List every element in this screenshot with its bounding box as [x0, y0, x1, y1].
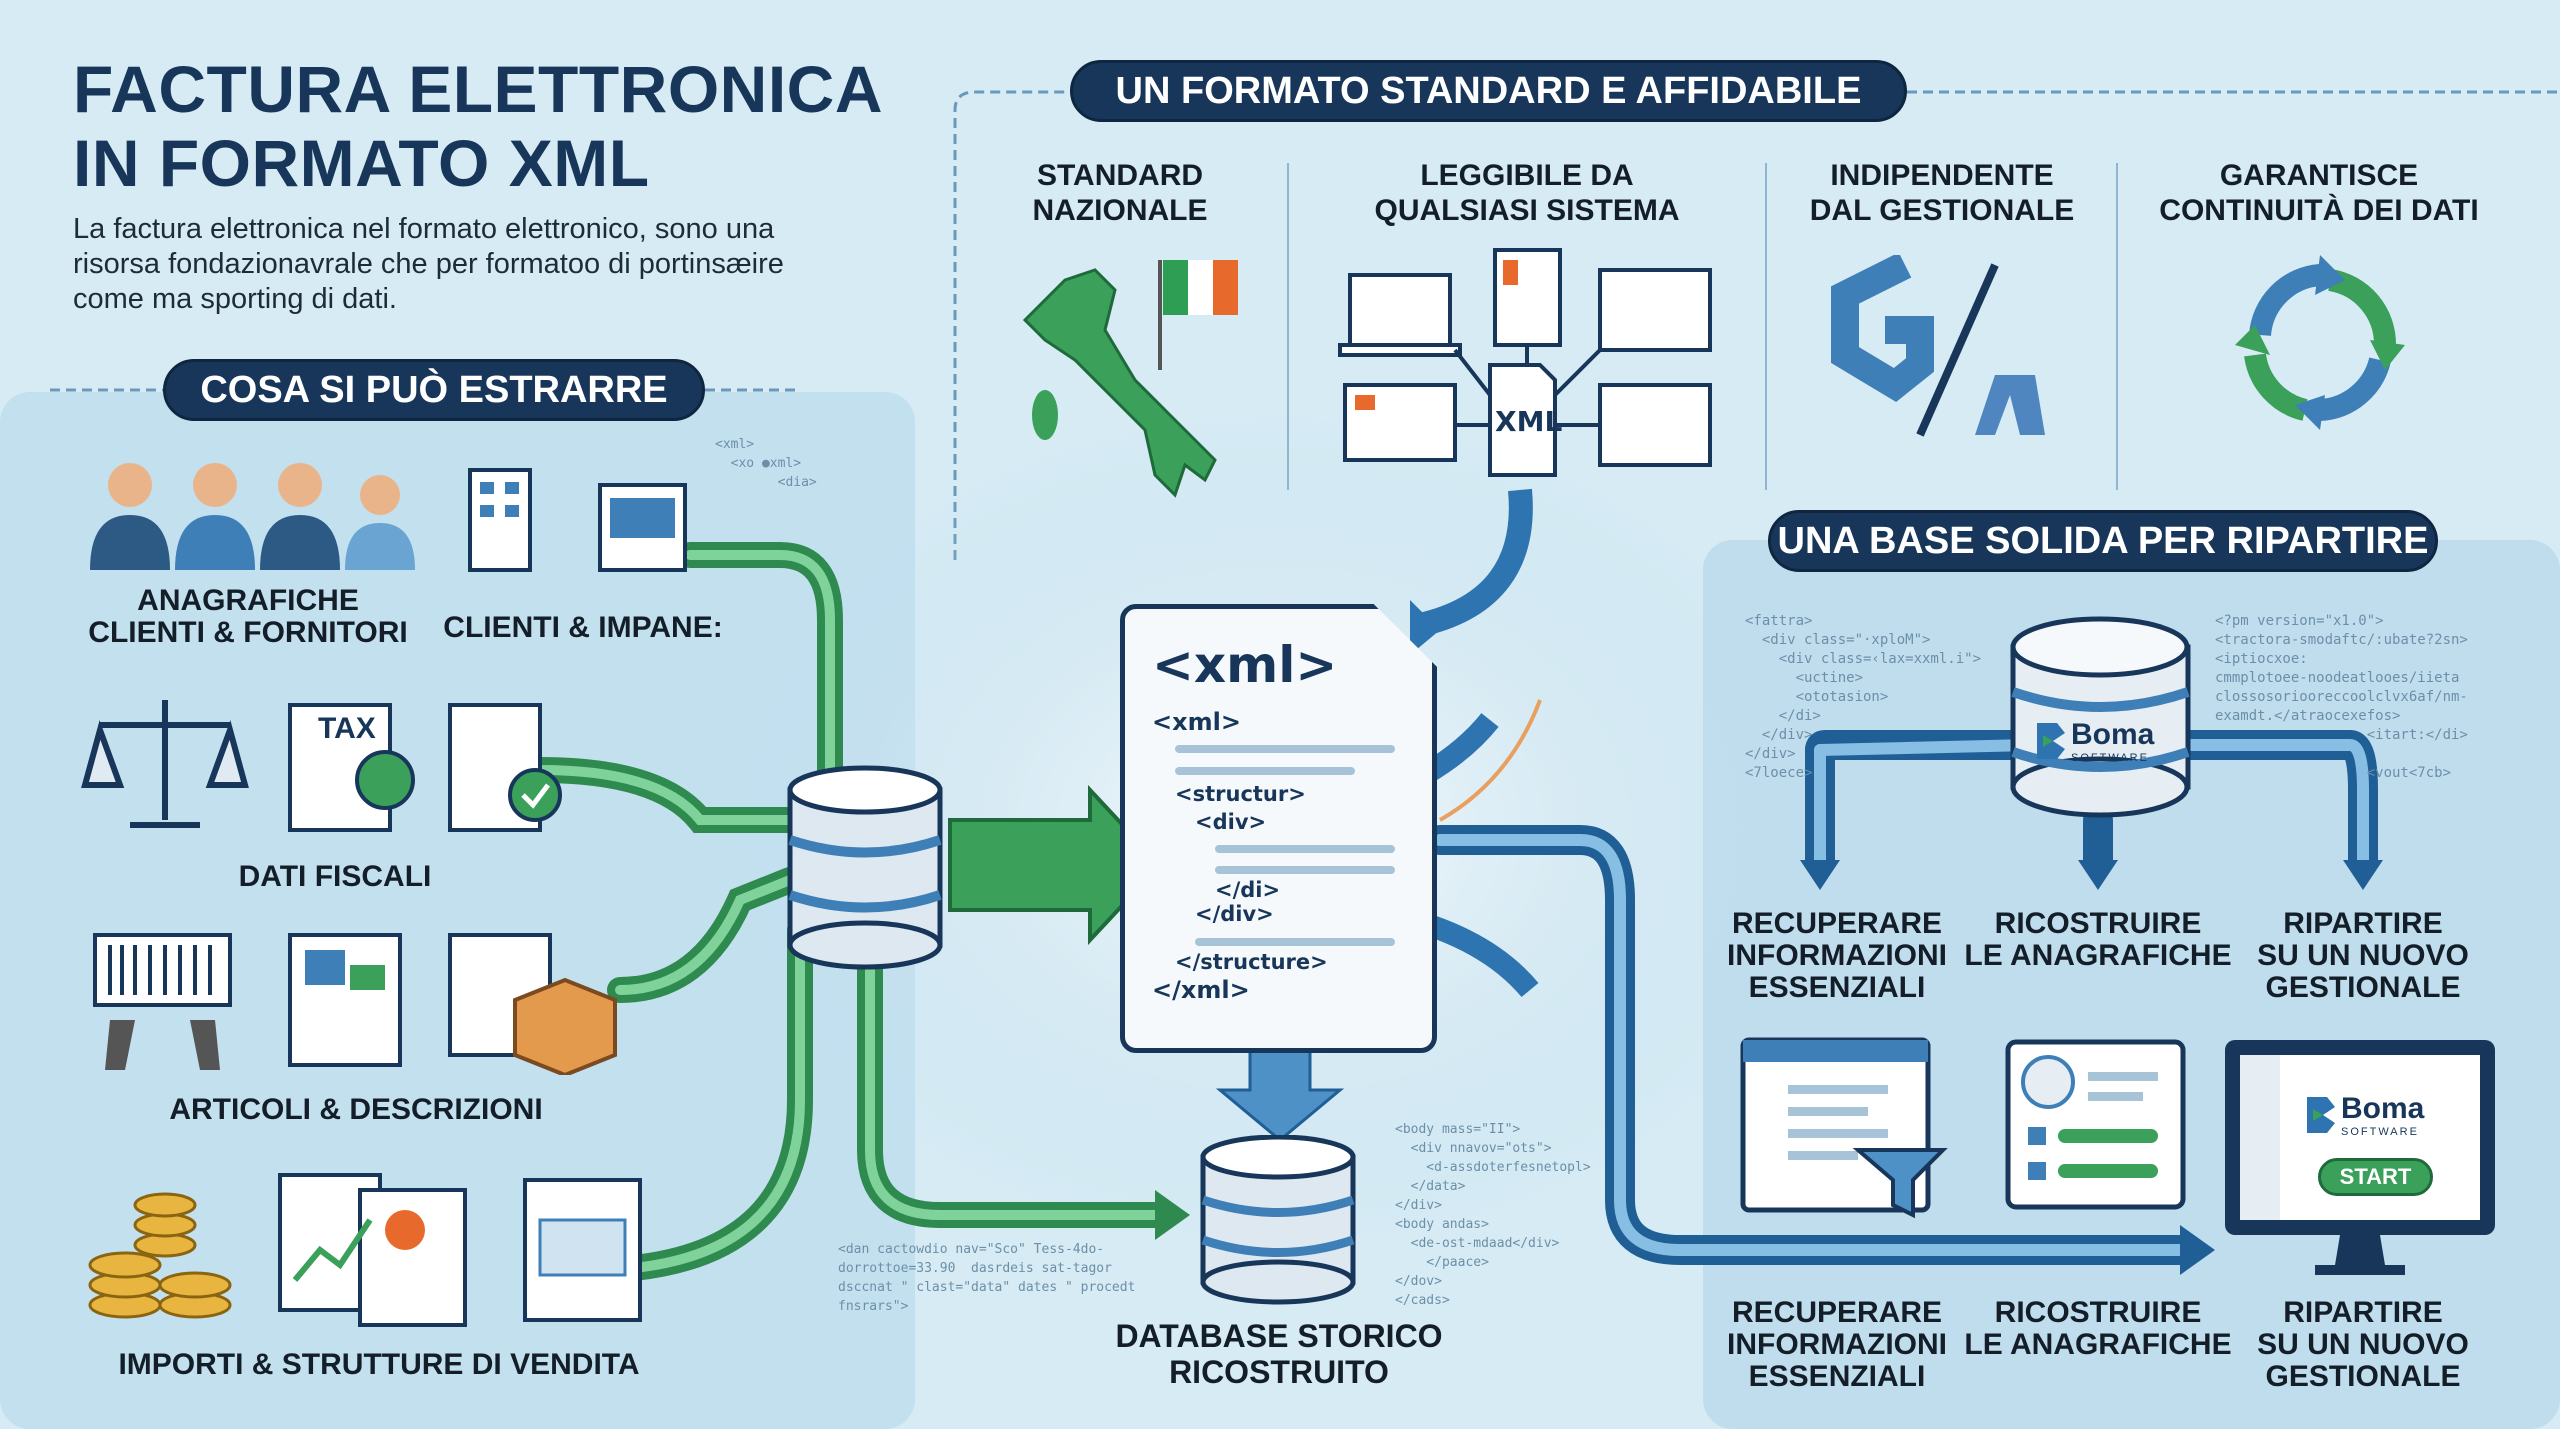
- extract-label-clienti: CLIENTI & IMPANE:: [443, 611, 723, 644]
- divider: [2116, 163, 2118, 490]
- devices-network-icon: [1338, 248, 1712, 477]
- standard-col-nazionale: STANDARD NAZIONALE: [1032, 159, 1208, 227]
- code-snippet-left: <dan cactowdio nav="Sco" Tess-4do- dorro…: [838, 1242, 1136, 1314]
- xml-line: <div>: [1195, 810, 1267, 834]
- extract-code-snippet: <xml> <xo ●xml> <dia>: [715, 437, 817, 490]
- buildings-icon: [468, 468, 687, 572]
- base-code-left: <fattra> <div class="·xploM"> <div class…: [1745, 613, 1982, 781]
- invoice-table-icon: [523, 1178, 642, 1322]
- step-top-ricostruire: RICOSTRUIRE LE ANAGRAFICHE: [1964, 907, 2232, 972]
- base-section-title: UNA BASE SOLIDA PER RIPARTIRE: [1768, 510, 2438, 572]
- filter-document-icon: [1740, 1037, 1948, 1219]
- step-bottom-ripartire: RIPARTIRE SU UN NUOVO GESTIONALE: [2257, 1296, 2469, 1393]
- xml-placeholder-line: [1215, 866, 1395, 874]
- standard-col-continuita: GARANTISCE CONTINUITÀ DEI DATI: [2159, 159, 2479, 227]
- standard-panel-border: [953, 90, 2560, 560]
- standard-section-title: UN FORMATO STANDARD E AFFIDABILE: [1070, 60, 1907, 122]
- xml-line: </div>: [1195, 902, 1274, 926]
- step-top-ripartire: RIPARTIRE SU UN NUOVO GESTIONALE: [2257, 907, 2469, 1004]
- italy-map-icon: [1022, 260, 1238, 498]
- catalog-document-icon: [288, 933, 402, 1067]
- xml-placeholder-line: [1215, 845, 1395, 853]
- contact-card-icon: [2005, 1039, 2186, 1210]
- xml-line: <xml>: [1152, 708, 1241, 736]
- boma-logo-icon: [2307, 1097, 2335, 1133]
- step-bottom-recuperare: RECUPERARE INFORMAZIONI ESSENZIALI: [1727, 1296, 1947, 1393]
- xml-document: [1120, 604, 1437, 1053]
- refresh-cycle-icon: [2235, 255, 2405, 430]
- xml-badge: XML: [1495, 405, 1563, 438]
- extract-label-anagrafiche: ANAGRAFICHE CLIENTI & FORNITORI: [88, 584, 408, 649]
- page-subtitle: La factura elettronica nel formato elett…: [73, 213, 784, 315]
- xml-placeholder-line: [1195, 938, 1395, 946]
- base-code-right: <?pm version="x1.0"> <tractora-smodaftc/…: [2215, 613, 2468, 781]
- boma-logo-icon: [2037, 723, 2065, 759]
- page-title: FACTURA ELETTRONICA IN FORMATO XML: [73, 52, 884, 200]
- arrow-from-top: [1417, 488, 1533, 637]
- extract-label-importi: IMPORTI & STRUTTURE DI VENDITA: [118, 1348, 640, 1381]
- xml-line: </xml>: [1152, 976, 1250, 1004]
- coins-icon: [88, 1192, 232, 1319]
- xml-placeholder-line: [1175, 745, 1395, 753]
- people-icon: [90, 463, 415, 570]
- step-top-recuperare: RECUPERARE INFORMAZIONI ESSENZIALI: [1727, 907, 1947, 1004]
- divider: [1765, 163, 1767, 490]
- central-database-icon: [787, 765, 943, 970]
- code-snippet-right: <body mass="II"> <div nnavov="ots"> <d-a…: [1395, 1122, 1591, 1308]
- standard-col-leggibile: LEGGIBILE DA QUALSIASI SISTEMA: [1374, 159, 1680, 227]
- step-bottom-ricostruire: RICOSTRUIRE LE ANAGRAFICHE: [1964, 1296, 2232, 1361]
- signed-contract-icon: [448, 703, 562, 832]
- tax-label: TAX: [318, 712, 376, 745]
- standard-col-indipendente: INDIPENDENTE DAL GESTIONALE: [1809, 159, 2075, 227]
- package-icon: [448, 933, 617, 1075]
- scales-icon: [81, 700, 249, 828]
- divider: [1287, 163, 1289, 490]
- xml-placeholder-line: [1175, 767, 1355, 775]
- xml-line: </di>: [1215, 878, 1281, 902]
- extract-label-dati-fiscali: DATI FISCALI: [238, 860, 432, 893]
- extract-label-articoli: ARTICOLI & DESCRIZIONI: [169, 1093, 543, 1126]
- left-panel: [0, 392, 915, 1429]
- boma-database-icon: [2010, 616, 2191, 818]
- extract-section-title: COSA SI PUÒ ESTRARRE: [163, 359, 705, 421]
- tax-document-icon: [288, 703, 415, 832]
- software-independence-icon: [1831, 255, 2045, 437]
- xml-line: </structure>: [1175, 950, 1328, 974]
- xml-line: <structur>: [1175, 782, 1306, 806]
- xml-doc-title: <xml>: [1152, 636, 1338, 694]
- database-storico-label: DATABASE STORICO RICOSTRUITO: [1115, 1318, 1443, 1390]
- sales-report-icon: [278, 1173, 467, 1327]
- start-button[interactable]: START: [2318, 1158, 2433, 1196]
- barcode-scanner-icon: [93, 933, 232, 1070]
- historical-database-icon: [1200, 1135, 1356, 1305]
